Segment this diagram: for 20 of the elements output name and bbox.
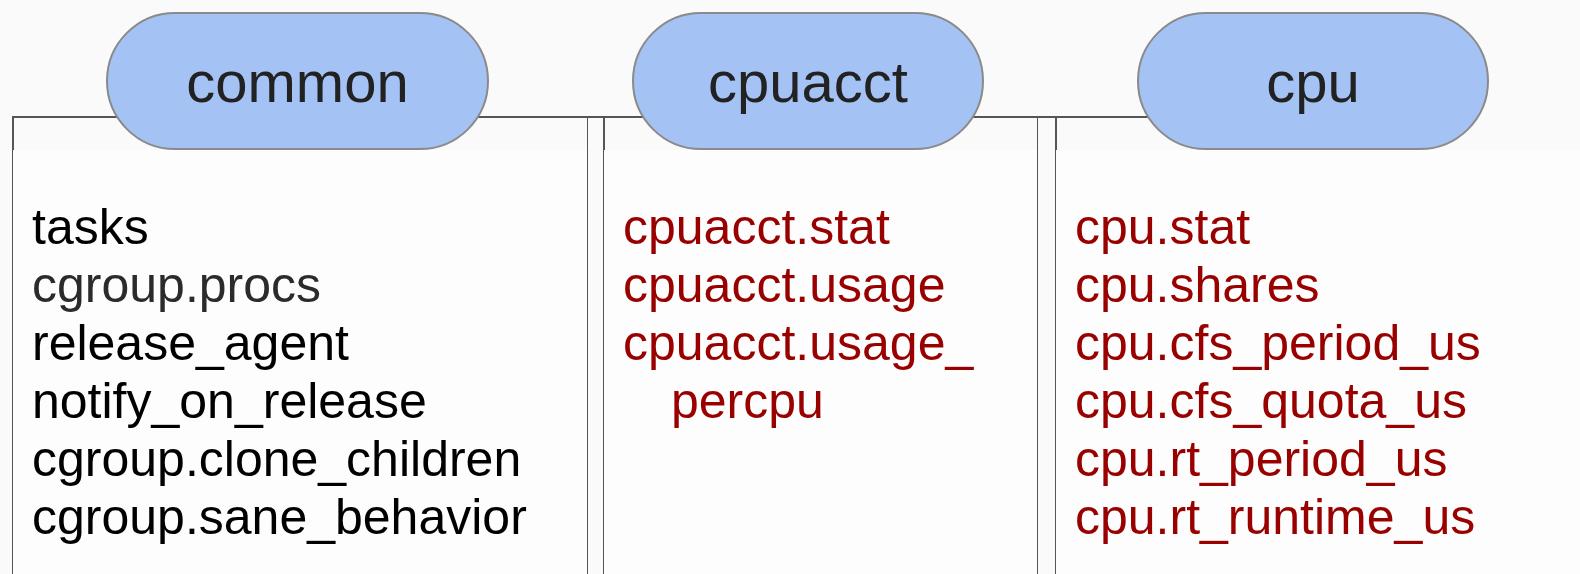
- file-list-panel: [12, 150, 588, 574]
- file-name: cpu.shares: [1075, 256, 1320, 314]
- file-name: release_agent: [32, 314, 349, 372]
- file-name: cpuacct.usage_ percpu: [623, 314, 975, 430]
- file-name: cpu.stat: [1075, 198, 1251, 256]
- file-list-panel: [603, 150, 1038, 574]
- file-name: cgroup.sane_behavior: [32, 488, 527, 546]
- file-name: cpu.rt_period_us: [1075, 430, 1448, 488]
- file-name: cgroup.clone_children: [32, 430, 522, 488]
- file-name: cpu.cfs_period_us: [1075, 314, 1481, 372]
- file-name: cpuacct.stat: [623, 198, 891, 256]
- file-name: notify_on_release: [32, 372, 427, 430]
- file-name: tasks: [32, 198, 149, 256]
- file-name: cgroup.procs: [32, 256, 322, 314]
- file-name: cpuacct.usage: [623, 256, 947, 314]
- category-pill: cpuacct: [632, 12, 984, 150]
- file-name: cpu.cfs_quota_us: [1075, 372, 1467, 430]
- category-pill: cpu: [1137, 12, 1489, 150]
- file-name: cpu.rt_runtime_us: [1075, 488, 1476, 546]
- category-pill: common: [106, 12, 489, 150]
